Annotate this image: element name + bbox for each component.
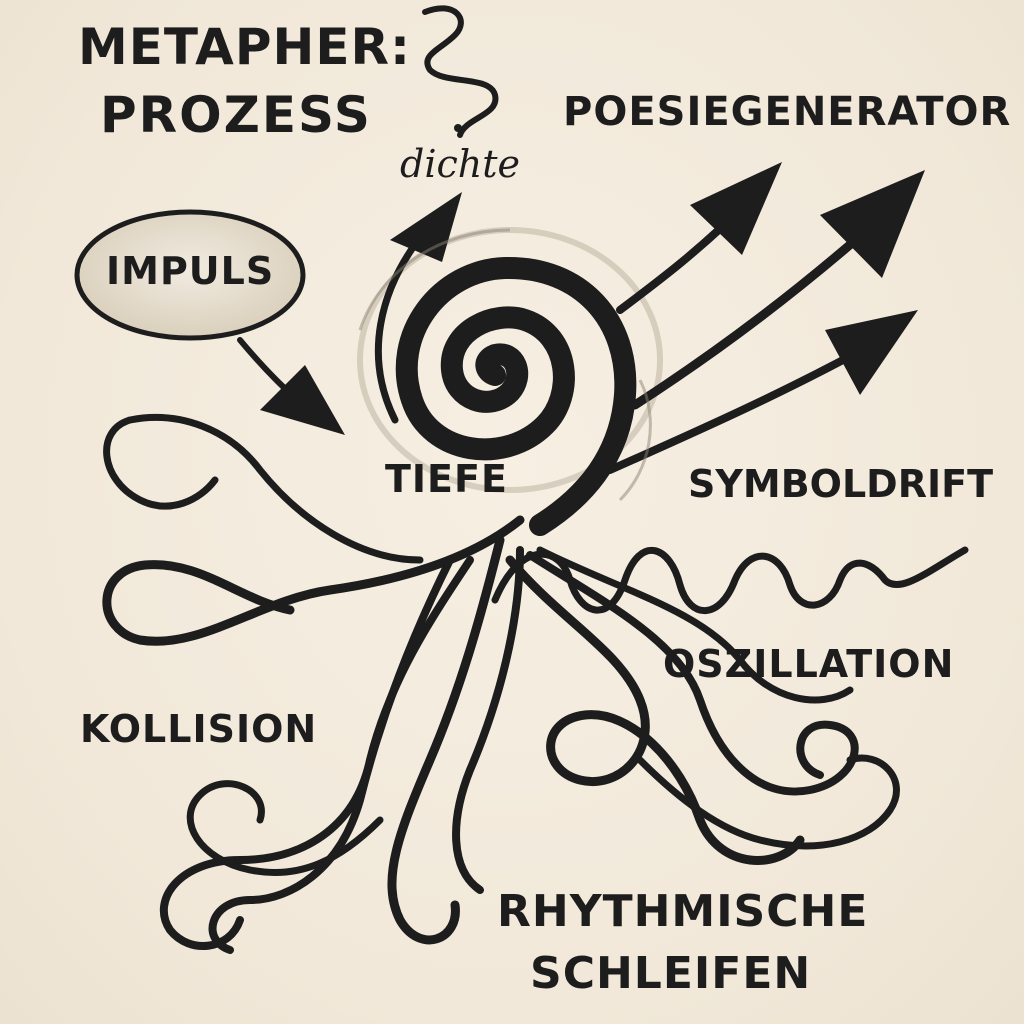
- title-line2: PROZESS: [100, 86, 372, 144]
- dichte-arrow: [375, 192, 462, 424]
- top-squiggle: [422, 5, 499, 138]
- central-spiral: [395, 256, 637, 536]
- label-oszillation: OSZILLATION: [663, 642, 955, 686]
- label-rhythmische: RHYTHMISCHE: [497, 886, 869, 937]
- label-poesiegenerator: POESIEGENERATOR: [563, 89, 1012, 135]
- tentacle-strands: [102, 413, 900, 954]
- label-symboldrift: SYMBOLDRIFT: [688, 462, 994, 506]
- oscillation-wave: [491, 546, 969, 615]
- squiggle-dot: [454, 124, 462, 132]
- label-tiefe: TIEFE: [385, 457, 508, 501]
- label-schleifen: SCHLEIFEN: [530, 948, 812, 999]
- impuls-bubble: [74, 209, 306, 341]
- impuls-arrow: [237, 337, 345, 435]
- label-impuls: IMPULS: [106, 249, 275, 293]
- label-dichte: dichte: [400, 142, 520, 186]
- title-line1: METAPHER:: [78, 18, 411, 76]
- label-kollision: KOLLISION: [80, 707, 318, 751]
- poesiegenerator-arrows: [606, 162, 925, 474]
- sketch-shading: [358, 228, 652, 502]
